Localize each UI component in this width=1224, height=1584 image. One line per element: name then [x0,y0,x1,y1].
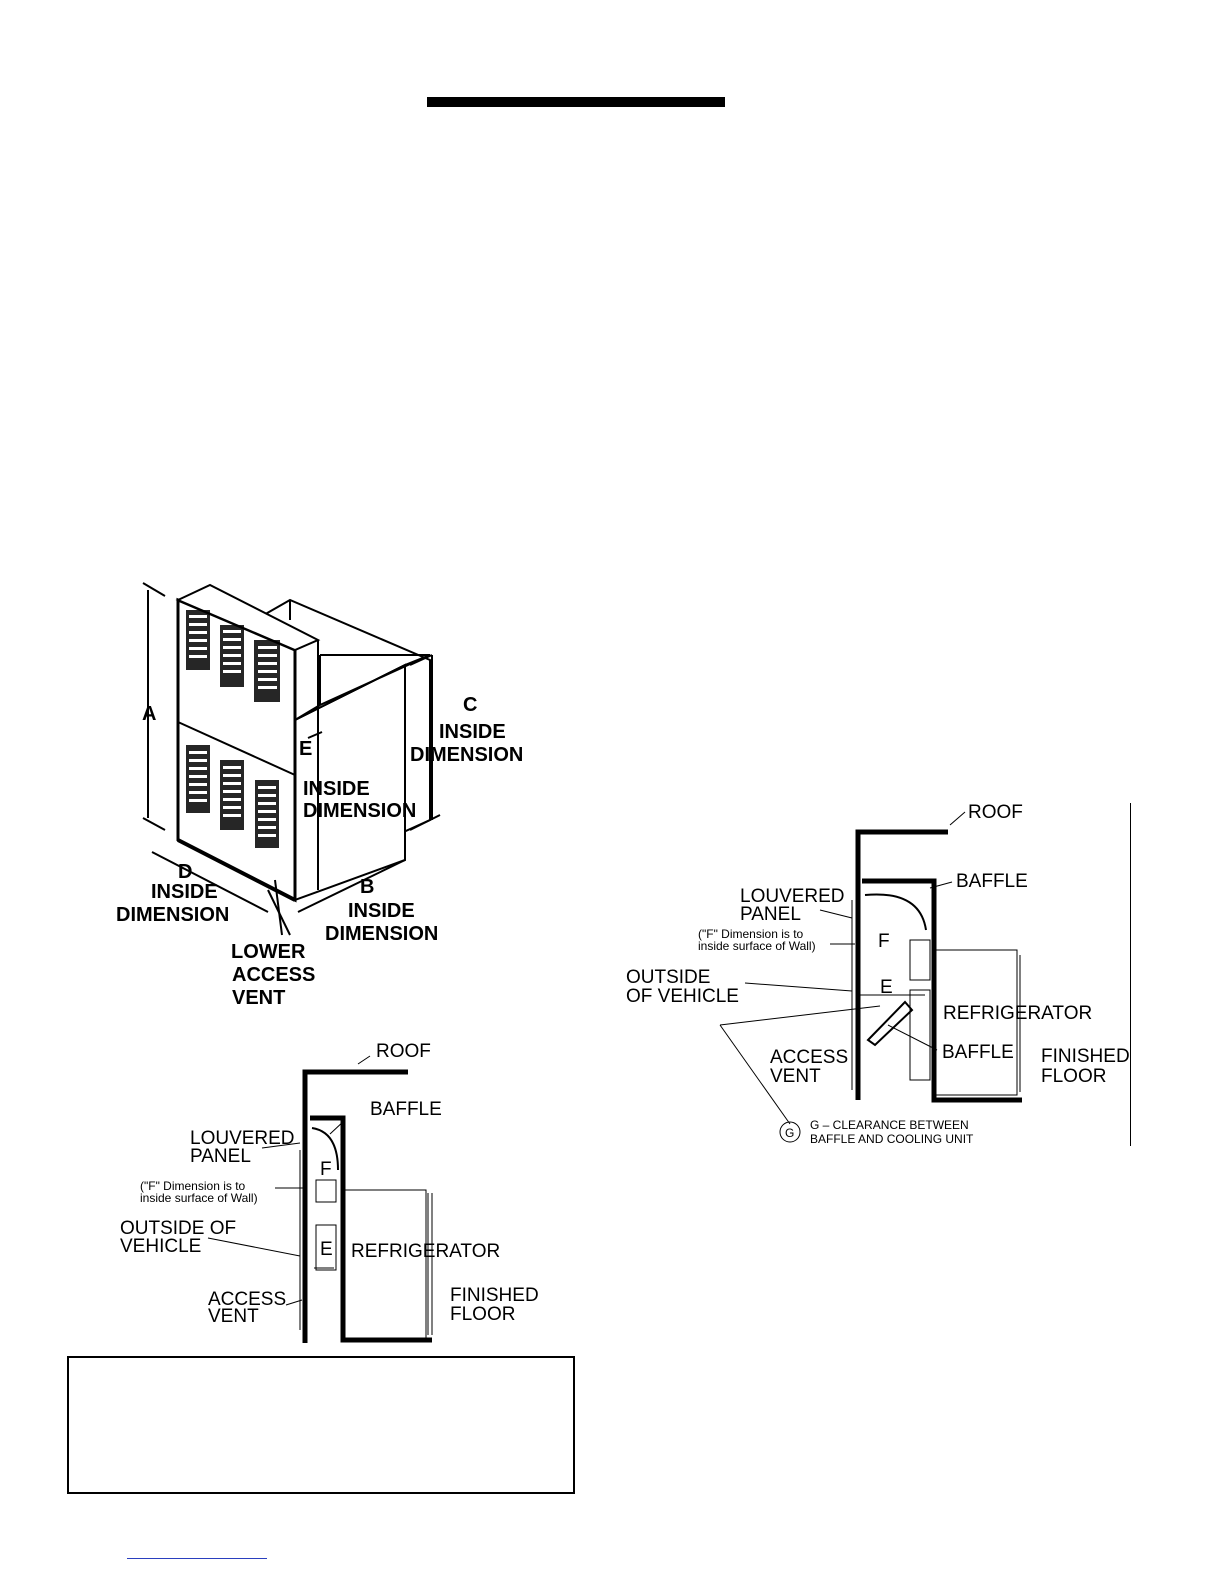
left-vent-label: VENT [208,1306,259,1327]
right-floor-label: FLOOR [1041,1066,1106,1087]
label-d-dimension: DIMENSION [116,904,229,926]
label-access: ACCESS [232,964,315,986]
label-c-dimension: DIMENSION [410,744,523,766]
label-c: C [463,694,477,716]
right-panel-label: PANEL [740,904,801,925]
left-refrigerator-label: REFRIGERATOR [351,1241,500,1262]
label-e: E [299,738,312,760]
right-f-note-1: ("F" Dimension is to [698,927,804,941]
label-b-inside: INSIDE [348,900,415,922]
left-floor-label: FLOOR [450,1304,515,1325]
right-g-symbol: G [785,1126,794,1140]
right-finished-label: FINISHED [1041,1046,1130,1067]
label-d-inside: INSIDE [151,881,218,903]
right-f-label: F [878,931,890,952]
left-e-label: E [320,1239,333,1260]
left-f-note-1: ("F" Dimension is to [140,1179,246,1193]
label-c-inside: INSIDE [439,721,506,743]
left-panel-label: PANEL [190,1146,251,1167]
left-baffle-label: BAFFLE [370,1099,442,1120]
label-b-dimension: DIMENSION [325,923,438,945]
label-e-dimension: DIMENSION [303,800,416,822]
note-box [67,1356,575,1494]
left-vehicle-label: VEHICLE [120,1236,201,1257]
label-e-inside: INSIDE [303,778,370,800]
link-underline[interactable] [127,1558,267,1559]
right-refrigerator-label: REFRIGERATOR [943,1003,1092,1024]
label-d: D [178,861,192,883]
left-f-note-2: inside surface of Wall) [140,1191,258,1205]
left-roof-label: ROOF [376,1041,431,1062]
right-e-label: E [880,977,893,998]
left-finished-label: FINISHED [450,1285,539,1306]
title-bar [427,97,725,107]
right-g-note-2: BAFFLE AND COOLING UNIT [810,1132,974,1146]
right-roof-label: ROOF [968,802,1023,823]
left-f-label: F [320,1159,332,1180]
left-access-label: ACCESS [208,1289,286,1310]
label-lower: LOWER [231,941,306,963]
label-vent: VENT [232,987,285,1009]
right-g-note-1: G – CLEARANCE BETWEEN [810,1118,969,1132]
right-of-vehicle-label: OF VEHICLE [626,986,739,1007]
left-outside-of-label: OUTSIDE OF [120,1218,236,1239]
right-vent-label: VENT [770,1066,821,1087]
right-access-label: ACCESS [770,1047,848,1068]
page-right-rule [1130,803,1131,1146]
right-baffle-lower-label: BAFFLE [942,1042,1014,1063]
right-outside-label: OUTSIDE [626,967,710,988]
right-f-note-2: inside surface of Wall) [698,939,816,953]
label-a: A [142,703,156,725]
right-baffle-top-label: BAFFLE [956,871,1028,892]
left-louvered-label: LOUVERED [190,1128,295,1149]
label-b: B [360,876,374,898]
right-louvered-label: LOUVERED [740,886,845,907]
